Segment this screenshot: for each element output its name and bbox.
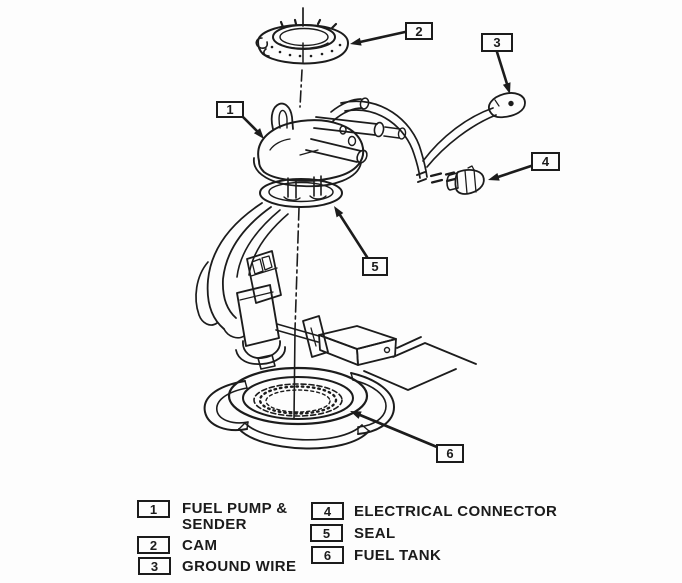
wire-harness <box>340 100 428 183</box>
legend-key-1: 1 <box>137 500 170 518</box>
callout-arrow-1 <box>239 113 264 139</box>
callout-arrow-3 <box>495 50 511 94</box>
callout-arrow-4 <box>488 164 533 181</box>
seal-ring <box>259 178 343 208</box>
ground-wire-terminal <box>488 92 526 119</box>
legend-key-2: 2 <box>137 536 170 554</box>
cam-lock-ring <box>255 18 349 65</box>
float-assembly <box>275 315 397 366</box>
electrical-connector <box>429 165 485 195</box>
legend-label-ground-wire: GROUND WIRE <box>182 558 297 575</box>
callout-box-6: 6 <box>436 444 464 463</box>
legend-key-3: 3 <box>138 557 171 575</box>
legend-label-fuel-tank: FUEL TANK <box>354 547 442 564</box>
legend-label-cam: CAM <box>182 537 218 554</box>
ground-wire <box>422 92 526 168</box>
legend-label-electrical-connector: ELECTRICAL CONNECTOR <box>354 503 558 520</box>
callout-arrow-2 <box>350 30 407 46</box>
callout-arrow-5 <box>334 206 369 259</box>
legend-key-4: 4 <box>311 502 344 520</box>
callout-box-4: 4 <box>531 152 560 171</box>
fuel-pump-sender-assembly <box>253 97 407 201</box>
pump-body <box>195 202 289 370</box>
legend-label-seal: SEAL <box>354 525 396 542</box>
legend-key-5: 5 <box>310 524 343 542</box>
callout-box-2: 2 <box>405 22 433 40</box>
callout-box-1: 1 <box>216 101 244 118</box>
fuel-tank-opening <box>203 366 395 450</box>
callout-box-3: 3 <box>481 33 513 52</box>
assembly-centerline <box>293 7 304 420</box>
legend-label-fuel-pump-sender: FUEL PUMP & SENDER <box>182 500 288 533</box>
callout-arrow-6 <box>350 411 439 449</box>
callout-box-5: 5 <box>362 257 388 276</box>
legend-key-6: 6 <box>311 546 344 564</box>
fuel-tank-surface-lines <box>363 336 477 391</box>
